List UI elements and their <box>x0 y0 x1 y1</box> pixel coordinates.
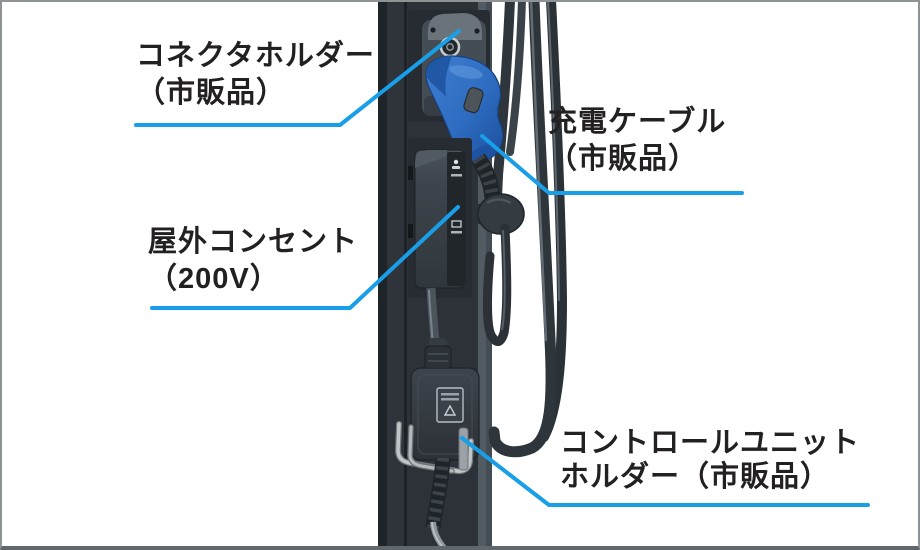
leader-control-unit-holder <box>460 436 870 507</box>
hanging-cables <box>488 2 568 458</box>
leader-lines <box>134 29 870 507</box>
label-charging-cable-line1: 充電ケーブル <box>548 106 727 138</box>
outlet-bottom-icon <box>451 220 462 234</box>
screw-dot <box>474 28 480 34</box>
label-charging-cable-line2: （市販品） <box>548 143 699 175</box>
unit-bottom-cable <box>425 457 451 546</box>
label-connector-holder: コネクタホルダー （市販品） <box>136 38 375 112</box>
outlet-top-icon <box>451 159 462 177</box>
leader-connector-holder <box>134 29 461 127</box>
unit-warning-sticker <box>436 387 464 423</box>
label-charging-cable: 充電ケーブル （市販品） <box>548 104 726 178</box>
label-control-unit-holder: コントロールユニット ホルダー（市販品） <box>560 426 860 494</box>
label-control-unit-holder-line2: ホルダー（市販品） <box>560 461 831 493</box>
screw-dot <box>430 27 436 33</box>
label-outdoor-outlet: 屋外コンセント （200V） <box>148 224 358 298</box>
leader-outdoor-outlet <box>150 205 460 310</box>
connector-latch-button <box>463 87 484 114</box>
cable-loop <box>483 223 512 346</box>
outdoor-outlet <box>408 138 472 298</box>
label-connector-holder-line1: コネクタホルダー <box>136 40 375 72</box>
label-control-unit-holder-line1: コントロールユニット <box>560 427 861 459</box>
leader-charging-cable <box>480 134 744 195</box>
label-connector-holder-line2: （市販品） <box>136 77 287 109</box>
label-outdoor-outlet-line2: （200V） <box>148 263 280 295</box>
label-outdoor-outlet-line1: 屋外コンセント <box>148 226 359 258</box>
control-unit-holder-clip <box>394 421 474 475</box>
